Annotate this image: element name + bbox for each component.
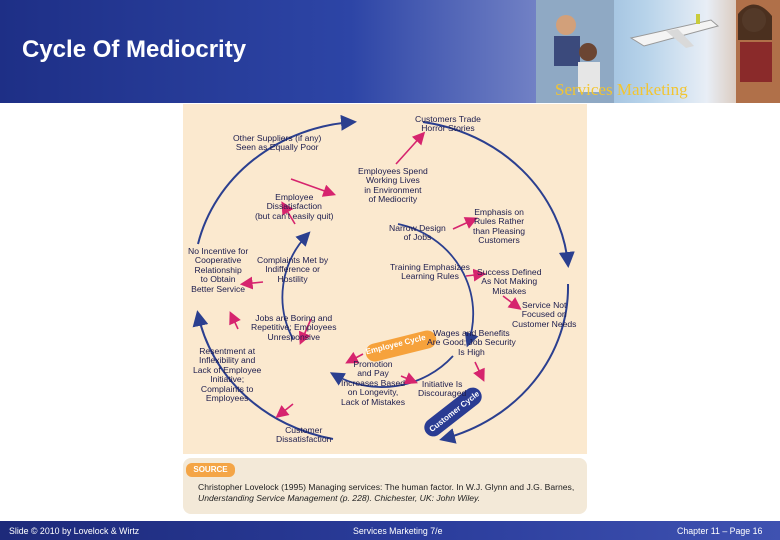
source-citation: Christopher Lovelock (1995) Managing ser… xyxy=(198,482,578,503)
header-photo-collage xyxy=(536,0,780,103)
connector xyxy=(502,295,522,310)
node-complaints-met: Complaints Met by Indifference or Hostil… xyxy=(257,255,329,284)
customer-cycle-badge xyxy=(424,387,482,437)
diagram-arrows xyxy=(192,114,575,444)
customer-arc xyxy=(422,121,575,268)
connector xyxy=(281,201,296,225)
node-no-incentive: No Incentive for Cooperative Relationshi… xyxy=(188,246,249,294)
slide-title: Cycle Of Mediocrity xyxy=(22,36,247,63)
footer-book-title: Services Marketing 7/e xyxy=(353,526,443,536)
footer-page-number: Chapter 11 – Page 16 xyxy=(677,526,763,536)
customer-arc xyxy=(197,114,357,245)
node-employee-dissatisfaction: Employee Dissatisfaction (but can't easi… xyxy=(255,192,334,221)
node-emphasis-rules: Emphasis on Rules Rather than Pleasing C… xyxy=(473,207,526,246)
customer-arc xyxy=(439,283,570,444)
node-resentment: Resentment at Inflexibility and Lack of … xyxy=(193,346,262,404)
slide-footer: Slide © 2010 by Lovelock & Wirtz Service… xyxy=(0,521,780,540)
node-promotion-pay: Promotion and Pay Increases Based on Lon… xyxy=(341,359,406,407)
footer-copyright: Slide © 2010 by Lovelock & Wirtz xyxy=(9,526,140,536)
connector xyxy=(395,131,426,165)
node-service-not-focused: Service Not Focused on Customer Needs xyxy=(512,300,577,329)
employee-arc xyxy=(397,223,479,348)
node-customer-dissatisfaction: Customer Dissatisfaction xyxy=(276,425,332,445)
connector xyxy=(345,351,364,364)
employee-arc xyxy=(329,355,454,388)
node-jobs-boring: Jobs are Boring and Repetitive; Employee… xyxy=(251,313,337,342)
source-line-1: Christopher Lovelock (1995) Managing ser… xyxy=(198,482,575,492)
source-tag: SOURCE xyxy=(186,463,235,477)
customer-arc xyxy=(192,310,334,440)
employee-cycle-badge xyxy=(365,330,437,362)
node-other-suppliers: Other Suppliers (if any) Seen as Equally… xyxy=(233,133,322,153)
node-training-emphasizes: Training Emphasizes Learning Rules xyxy=(390,262,470,282)
connector xyxy=(298,318,312,345)
source-citation-box: SOURCE Christopher Lovelock (1995) Manag… xyxy=(183,458,587,514)
source-line-2: Understanding Service Management (p. 228… xyxy=(198,492,481,503)
brand-wordmark: Services Marketing xyxy=(555,80,688,99)
connector xyxy=(290,178,337,197)
node-customers-trade: Customers Trade Horror Stories xyxy=(415,114,481,134)
node-employees-spend: Employees Spend Working Lives in Environ… xyxy=(358,166,428,205)
photo-collage-image xyxy=(536,0,780,103)
node-narrow-design: Narrow Design of Jobs xyxy=(389,223,446,243)
connector xyxy=(275,403,294,418)
connector xyxy=(400,372,418,385)
node-success-defined: Success Defined As Not Making Mistakes xyxy=(477,267,542,296)
node-wages-benefits: Wages and Benefits Are Good; Job Securit… xyxy=(427,328,516,357)
slide-header: Cycle Of Mediocrity Services Marketing xyxy=(0,0,780,103)
node-initiative-discouraged: Initiative Is Discouraged xyxy=(418,379,467,399)
connector xyxy=(229,311,241,330)
cycle-of-mediocrity-diagram: Customers Trade Horror Stories Other Sup… xyxy=(183,104,587,454)
connector xyxy=(473,361,485,382)
connector xyxy=(239,276,264,290)
employee-arc xyxy=(281,231,311,340)
connector xyxy=(465,268,487,282)
connector xyxy=(452,217,478,230)
